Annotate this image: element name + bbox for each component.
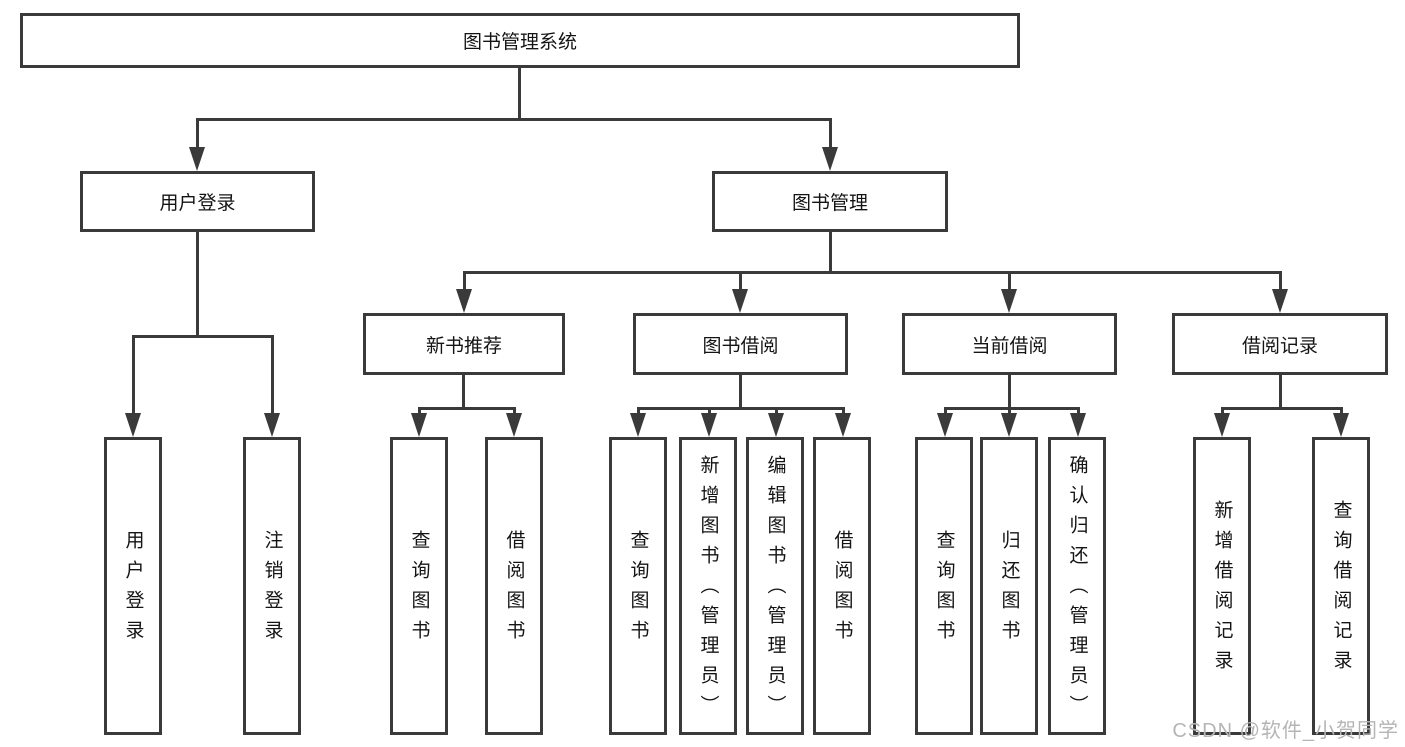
- leaf-edit-book-admin: 编辑图书（管理员）: [746, 437, 804, 735]
- arrow-down-icon: [937, 413, 953, 437]
- leaf-borrow-book: 借阅图书: [813, 437, 871, 735]
- connector-line: [1008, 407, 1011, 416]
- connector-line: [518, 66, 521, 120]
- arrow-down-icon: [630, 413, 646, 437]
- leaf-return-book: 归还图书: [980, 437, 1038, 735]
- connector-line: [1340, 407, 1343, 416]
- arrow-down-icon: [835, 413, 851, 437]
- leaf-borrow-book-recommend: 借阅图书: [485, 437, 543, 735]
- connector-line: [944, 407, 947, 416]
- node-book-management: 图书管理: [712, 171, 948, 232]
- node-new-book-recommendation: 新书推荐: [363, 313, 565, 375]
- connector-line: [1221, 407, 1343, 410]
- arrow-down-icon: [822, 147, 838, 171]
- connector-line: [637, 407, 845, 410]
- arrow-down-icon: [456, 289, 472, 313]
- arrow-down-icon: [1272, 289, 1288, 313]
- leaf-logout: 注销登录: [243, 437, 301, 735]
- connector-line: [513, 407, 516, 416]
- connector-line: [1221, 407, 1224, 416]
- connector-line: [775, 407, 778, 416]
- connector-line: [944, 407, 1080, 410]
- connector-line: [1008, 271, 1011, 293]
- connector-line: [1279, 375, 1282, 409]
- leaf-add-borrow-record: 新增借阅记录: [1193, 437, 1251, 735]
- node-root: 图书管理系统: [20, 13, 1020, 68]
- leaf-query-book-borrowing: 查询图书: [609, 437, 667, 735]
- connector-line: [829, 232, 832, 273]
- arrow-down-icon: [125, 413, 141, 437]
- connector-line: [463, 271, 1282, 274]
- connector-line: [637, 407, 640, 416]
- leaf-confirm-return-admin: 确认归还（管理员）: [1048, 437, 1106, 735]
- leaf-query-book-current: 查询图书: [915, 437, 973, 735]
- connector-line: [418, 407, 421, 416]
- connector-line: [739, 375, 742, 409]
- connector-line: [418, 407, 516, 410]
- arrow-down-icon: [1214, 413, 1230, 437]
- leaf-query-borrow-record: 查询借阅记录: [1312, 437, 1370, 735]
- arrow-down-icon: [768, 413, 784, 437]
- arrow-down-icon: [701, 413, 717, 437]
- connector-line: [1008, 375, 1011, 409]
- connector-line: [842, 407, 845, 416]
- arrow-down-icon: [1333, 413, 1349, 437]
- node-user-login: 用户登录: [80, 171, 315, 232]
- connector-line: [708, 407, 711, 416]
- node-current-borrowing: 当前借阅: [902, 313, 1117, 375]
- connector-line: [739, 271, 742, 293]
- arrow-down-icon: [264, 413, 280, 437]
- node-borrowing-records: 借阅记录: [1172, 313, 1388, 375]
- csdn-watermark: CSDN @软件_小贺同学: [1172, 720, 1399, 742]
- connector-line: [196, 232, 199, 337]
- leaf-user-login: 用户登录: [104, 437, 162, 735]
- arrow-down-icon: [506, 413, 522, 437]
- connector-line: [271, 335, 274, 417]
- connector-line: [132, 335, 135, 417]
- connector-line: [196, 118, 832, 121]
- node-book-borrowing: 图书借阅: [633, 313, 848, 375]
- connector-line: [1077, 407, 1080, 416]
- arrow-down-icon: [1001, 289, 1017, 313]
- leaf-add-book-admin: 新增图书（管理员）: [679, 437, 737, 735]
- arrow-down-icon: [1070, 413, 1086, 437]
- connector-line: [829, 118, 832, 150]
- connector-line: [1279, 271, 1282, 293]
- arrow-down-icon: [732, 289, 748, 313]
- connector-line: [196, 118, 199, 150]
- leaf-query-book-recommend: 查询图书: [390, 437, 448, 735]
- arrow-down-icon: [411, 413, 427, 437]
- arrow-down-icon: [1001, 413, 1017, 437]
- arrow-down-icon: [189, 147, 205, 171]
- connector-line: [132, 335, 273, 338]
- connector-line: [462, 375, 465, 409]
- connector-line: [463, 271, 466, 293]
